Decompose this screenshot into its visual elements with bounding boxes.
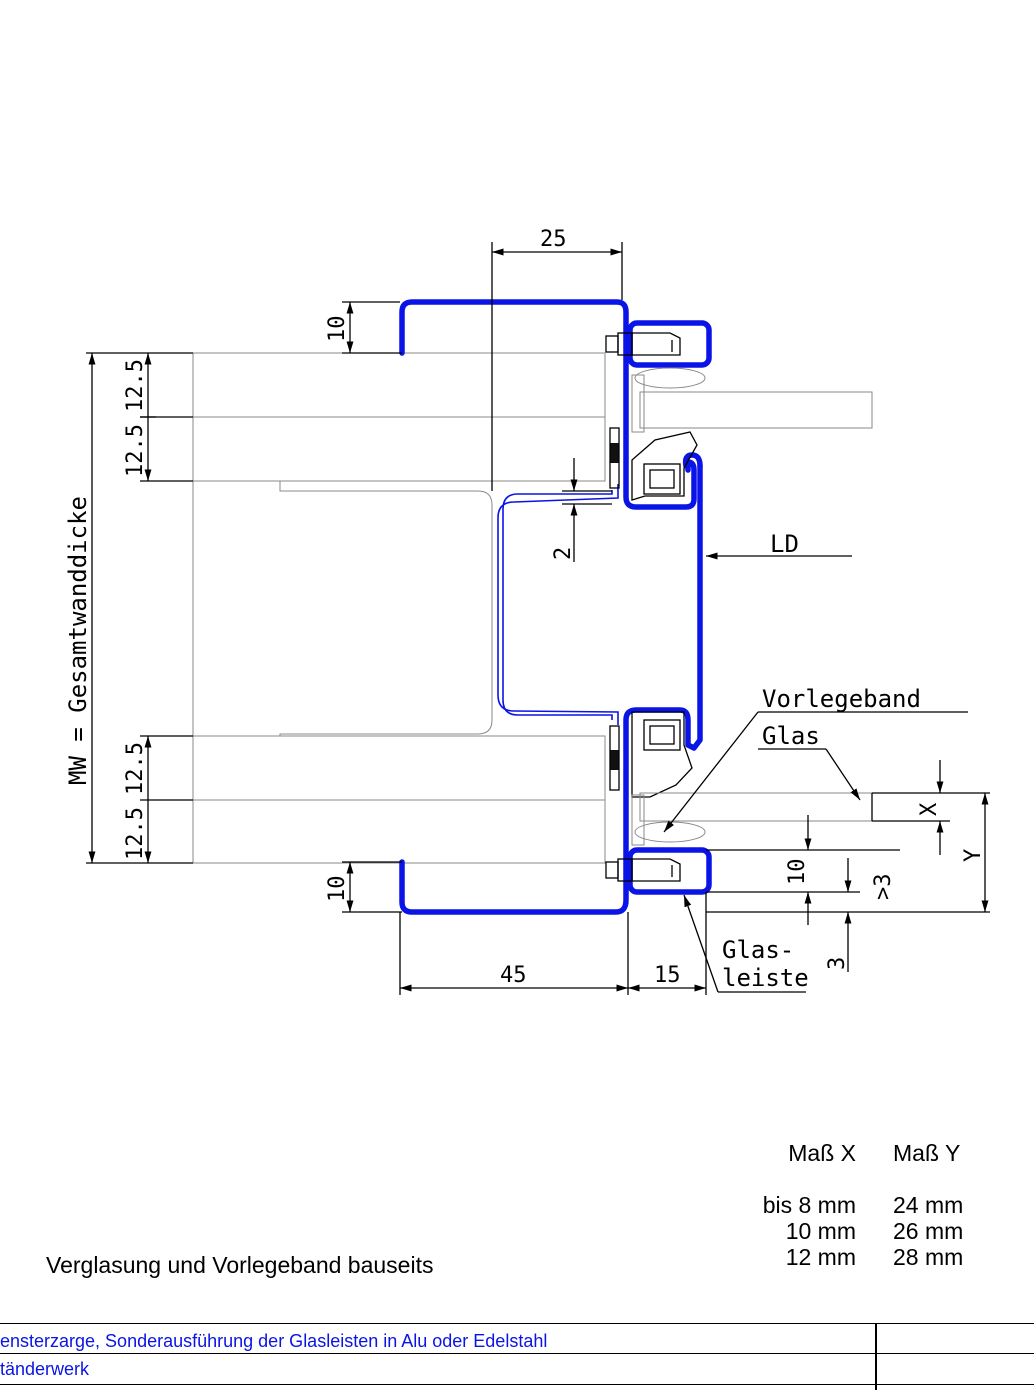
clip-top [605,332,681,356]
dim-10-top-text: 10 [325,316,350,343]
frame-profile [399,299,703,915]
table-row: bis 8 mm 24 mm [753,1192,983,1218]
label-glasleiste-1: Glas- [722,936,794,964]
dim-2-text: 2 [551,547,576,560]
gasket-upper [631,431,698,501]
dim-45-15: 45 15 [399,892,707,995]
label-glas-text: Glas [762,722,820,750]
dim-x-text: X [917,802,942,816]
dim-total-wall: MW = Gesamtwanddicke [64,352,140,864]
table-header: Maß X Maß Y [753,1138,983,1168]
table-cell: 26 mm [893,1218,964,1244]
dim-10-top: 10 [325,301,402,354]
dim-bottom-gap-text: 3 [825,957,850,970]
glass-bead-bottom [627,847,712,895]
dim-25-text: 25 [540,227,567,252]
dimension-table: Maß X Maß Y bis 8 mm 24 mm 10 mm 26 mm 1… [753,1138,983,1270]
table-cell: bis 8 mm [762,1192,856,1218]
label-vorlegeband: Vorlegeband [663,685,968,833]
table-row: 12 mm 28 mm [753,1244,983,1270]
label-glasleiste-2: leiste [722,964,809,992]
label-glasleiste: Glas- leiste [683,894,809,993]
dim-min-gap-text: >3 [871,874,896,901]
dim-board-c: 12.5 [123,742,148,795]
title-row-3 [0,1384,1034,1389]
dim-15-text: 15 [654,963,681,988]
seal-strip-top [610,443,619,463]
dim-board-b: 12.5 [123,424,148,477]
title-row-2: tänderwerk [0,1353,1034,1384]
dim-boards-top: 12.5 12.5 [123,352,193,482]
gasket-lower [631,711,693,798]
glazing-note: Verglasung und Vorlegeband bauseits [46,1252,434,1278]
dim-45-text: 45 [500,963,527,988]
stud-profile [279,481,493,736]
label-vorlegeband-text: Vorlegeband [762,685,921,713]
table-header-x: Maß X [788,1140,856,1166]
clip-bottom [605,858,681,882]
table-header-y: Maß Y [893,1140,961,1166]
glass-bottom [639,792,873,822]
label-ld-text: LD [770,530,799,558]
label-ld: LD [706,530,852,560]
table-cell: 28 mm [893,1244,964,1270]
title-block: ensterzarge, Sonderausführung der Glasle… [0,1323,1034,1390]
c-profile [502,490,613,720]
title-row-1: ensterzarge, Sonderausführung der Glasle… [0,1323,1034,1354]
dim-total-wall-text: MW = Gesamtwanddicke [64,496,92,785]
title-divider [875,1323,877,1390]
seal-strip-bottom [610,750,619,770]
dim-y-text: Y [961,849,986,862]
table-cell: 24 mm [893,1192,964,1218]
title-line-1: ensterzarge, Sonderausführung der Glasle… [0,1331,548,1351]
gypsum-boards [192,352,606,864]
table-cell: 12 mm [785,1244,856,1270]
table-cell: 10 mm [785,1218,856,1244]
title-line-2: tänderwerk [0,1359,90,1379]
dim-10-bottom-text: 10 [325,876,350,903]
dim-bead-height-text: 10 [785,859,810,886]
section-drawing: 25 10 12.5 12.5 12.5 12.5 MW = Gesamtwan… [64,227,990,995]
glass-top [639,391,873,429]
dim-xy: X Y [706,760,990,913]
dim-boards-bottom: 12.5 12.5 [123,735,193,864]
dim-10-bottom: 10 [325,861,402,913]
glass-bead-top [627,320,712,368]
dim-board-a: 12.5 [123,359,148,412]
label-glas: Glas [758,722,861,801]
table-row: 10 mm 26 mm [753,1218,983,1244]
dim-bead-height: 10 >3 3 [706,815,900,972]
dim-board-d: 12.5 [123,807,148,860]
dim-2: 2 [551,458,612,562]
dim-25: 25 [491,227,623,491]
